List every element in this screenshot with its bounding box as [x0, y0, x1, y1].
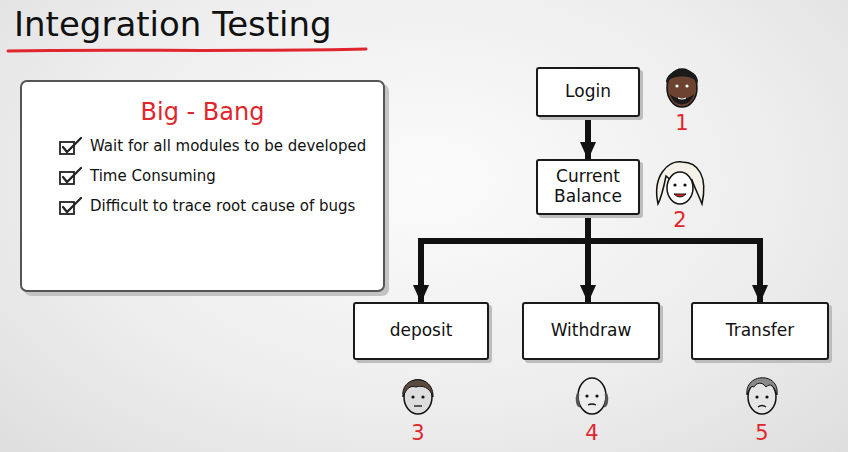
box-label: Withdraw	[551, 321, 632, 341]
person-face	[577, 378, 607, 414]
connector-arrow	[421, 215, 588, 302]
checklist-row: Difficult to trace root cause of bugs	[58, 196, 369, 216]
callout-number: 1	[675, 111, 688, 135]
person-face	[666, 69, 698, 107]
checklist-row: Time Consuming	[58, 166, 369, 186]
checkbox-icon	[58, 166, 84, 186]
box-label: deposit	[390, 321, 453, 341]
page-title: Integration Testing	[14, 4, 332, 44]
checklist-row: Wait for all modules to be developed	[58, 136, 369, 156]
callout-number: 5	[755, 421, 768, 445]
box-label: Current Balance	[548, 167, 628, 206]
connector-arrow	[585, 117, 591, 159]
callout-number: 2	[673, 208, 686, 232]
process-box: deposit	[353, 302, 489, 360]
box-label: Login	[565, 82, 611, 102]
info-panel: Big - BangWait for all modules to be dev…	[20, 80, 385, 292]
checklist-item: Time Consuming	[90, 167, 216, 185]
person-face	[403, 380, 433, 414]
process-box: Login	[536, 67, 640, 117]
process-box: Transfer	[691, 302, 829, 360]
panel-heading-row: Big - Bang	[36, 98, 369, 126]
panel-heading: Big - Bang	[141, 98, 265, 126]
person-face	[747, 378, 777, 414]
box-label: Transfer	[726, 321, 794, 341]
person-face	[657, 162, 704, 204]
callout-number: 4	[585, 421, 598, 445]
callout-number: 3	[411, 421, 424, 445]
checklist-item: Wait for all modules to be developed	[90, 137, 366, 155]
checkbox-icon	[58, 136, 84, 156]
checklist-item: Difficult to trace root cause of bugs	[90, 197, 355, 215]
process-box: Withdraw	[522, 302, 660, 360]
process-box: Current Balance	[536, 159, 640, 215]
title-underline	[8, 49, 366, 51]
checkbox-icon	[58, 196, 84, 216]
